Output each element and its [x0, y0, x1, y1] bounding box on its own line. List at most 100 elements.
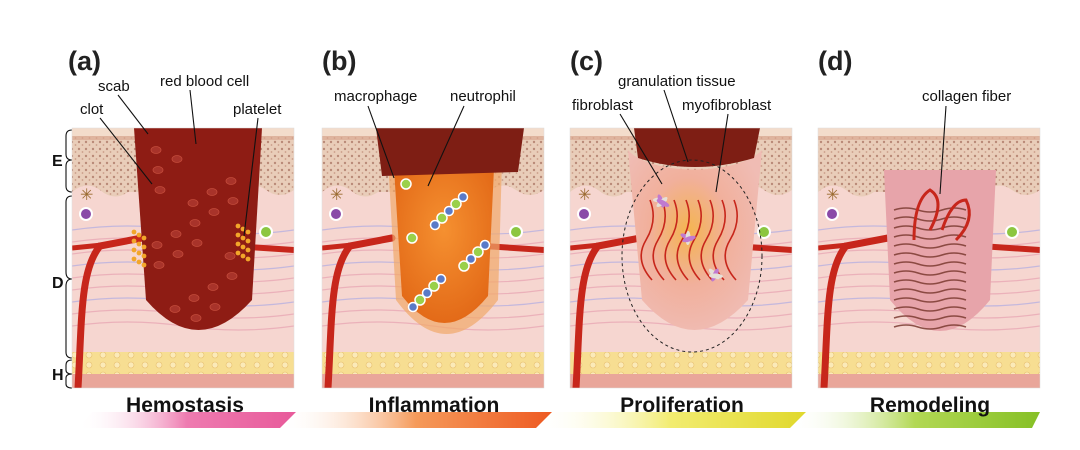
panel-letter-a: (a)	[68, 46, 101, 76]
panel-body: ✳	[322, 128, 544, 388]
platelet	[141, 262, 147, 268]
star-cell: ✳	[826, 185, 839, 204]
label-myofibroblast: myofibroblast	[682, 97, 772, 114]
red-blood-cell	[189, 219, 201, 227]
macrophage	[450, 198, 462, 210]
collagen-fiber	[893, 261, 967, 267]
new-capillary	[712, 199, 726, 281]
platelet	[235, 223, 241, 229]
scab	[376, 128, 524, 176]
panel-border	[71, 127, 295, 389]
new-capillary	[664, 199, 678, 281]
layer-d-label: D	[52, 275, 64, 292]
star-cell: ✳	[330, 185, 343, 204]
leader-fibroblast	[619, 113, 663, 185]
leader-platelet	[243, 117, 259, 237]
platelet	[141, 244, 147, 250]
panel-border	[321, 127, 545, 389]
brace-d	[65, 195, 73, 359]
red-blood-cell	[191, 239, 203, 247]
collagen-fiber	[893, 270, 967, 276]
star-cell: ✳	[80, 185, 93, 204]
label-collagen-fiber: collagen fiber	[922, 88, 1011, 105]
leader-macrophage	[367, 105, 395, 179]
panel-proliferation: ✳	[569, 127, 793, 389]
panel-letter-c: (c)	[570, 46, 603, 76]
label-neutrophil: neutrophil	[450, 88, 516, 105]
red-blood-cell	[170, 230, 182, 238]
blood-vessel-branch	[72, 241, 113, 251]
platelet	[136, 232, 142, 238]
platelet	[131, 256, 137, 262]
side-cell-green	[757, 225, 771, 239]
phase-bar-hemostasis	[78, 412, 296, 428]
hypodermis	[570, 352, 792, 374]
side-cell-green	[1005, 225, 1019, 239]
collagen-fiber	[893, 234, 967, 240]
panel-border	[817, 127, 1041, 389]
fibroblast	[709, 273, 723, 279]
panel-remodeling: ✳	[817, 127, 1041, 389]
hypodermis-base	[570, 374, 792, 388]
myofibroblast	[682, 235, 696, 243]
platelet	[235, 241, 241, 247]
collagen-fiber	[893, 279, 967, 285]
platelet	[245, 256, 251, 262]
collagen-fiber	[893, 243, 967, 249]
platelet	[136, 241, 142, 247]
phase-bar-remodeling	[790, 412, 1040, 428]
blood-vessel-branch	[570, 241, 611, 251]
neutrophil	[443, 205, 455, 217]
platelet	[136, 259, 142, 265]
inflammation-zone	[394, 168, 494, 323]
red-blood-cell	[208, 208, 220, 216]
hypodermis	[72, 352, 294, 374]
red-blood-cell	[150, 146, 162, 154]
leader-clot	[99, 117, 153, 185]
collagen-fiber	[893, 288, 967, 294]
stratum-corneum	[818, 128, 1040, 136]
macrophage	[472, 246, 484, 258]
side-cell	[329, 207, 343, 221]
red-blood-cell	[169, 305, 181, 313]
neutrophil	[457, 191, 469, 203]
leader-neutrophil	[427, 105, 465, 187]
leader-scab	[117, 94, 149, 135]
platelet	[235, 232, 241, 238]
red-blood-cell	[206, 188, 218, 196]
panel-letter-d: (d)	[818, 46, 852, 76]
side-cell	[577, 207, 591, 221]
labels-panel-b: macrophage neutrophil	[334, 88, 516, 187]
labels-panel-d: collagen fiber	[922, 88, 1011, 195]
phase-bar-inflammation	[280, 412, 552, 428]
new-capillary	[652, 199, 666, 281]
red-blood-cell	[152, 166, 164, 174]
side-cell	[79, 207, 93, 221]
blood-vessel-branch	[322, 241, 363, 251]
granulation-outline	[621, 159, 763, 353]
red-blood-cell	[225, 177, 237, 185]
new-capillary	[688, 199, 702, 281]
panel-body: ✳	[818, 128, 1040, 388]
platelet	[141, 253, 147, 259]
panel-letter-b: (b)	[322, 46, 356, 76]
collagen-fiber	[893, 216, 967, 222]
red-blood-cell	[207, 283, 219, 291]
neutrophil	[435, 273, 447, 285]
collagen-fiber	[893, 315, 967, 321]
labels-panel-a: scab red blood cell clot platelet	[80, 73, 282, 237]
hypodermis	[322, 352, 544, 374]
side-cell-green	[259, 225, 273, 239]
granulation-tissue	[628, 150, 762, 330]
platelet	[131, 247, 137, 253]
hypodermis-base	[72, 374, 294, 388]
brace-h	[65, 359, 73, 389]
neutrophil	[421, 287, 433, 299]
red-blood-cell	[224, 252, 236, 260]
leader-collagen-fiber	[939, 105, 947, 195]
neutrophil	[429, 219, 441, 231]
platelet	[245, 247, 251, 253]
red-blood-cell	[154, 186, 166, 194]
stage-remodeling: Remodeling	[870, 394, 990, 417]
panel-body: ✳	[72, 128, 294, 388]
